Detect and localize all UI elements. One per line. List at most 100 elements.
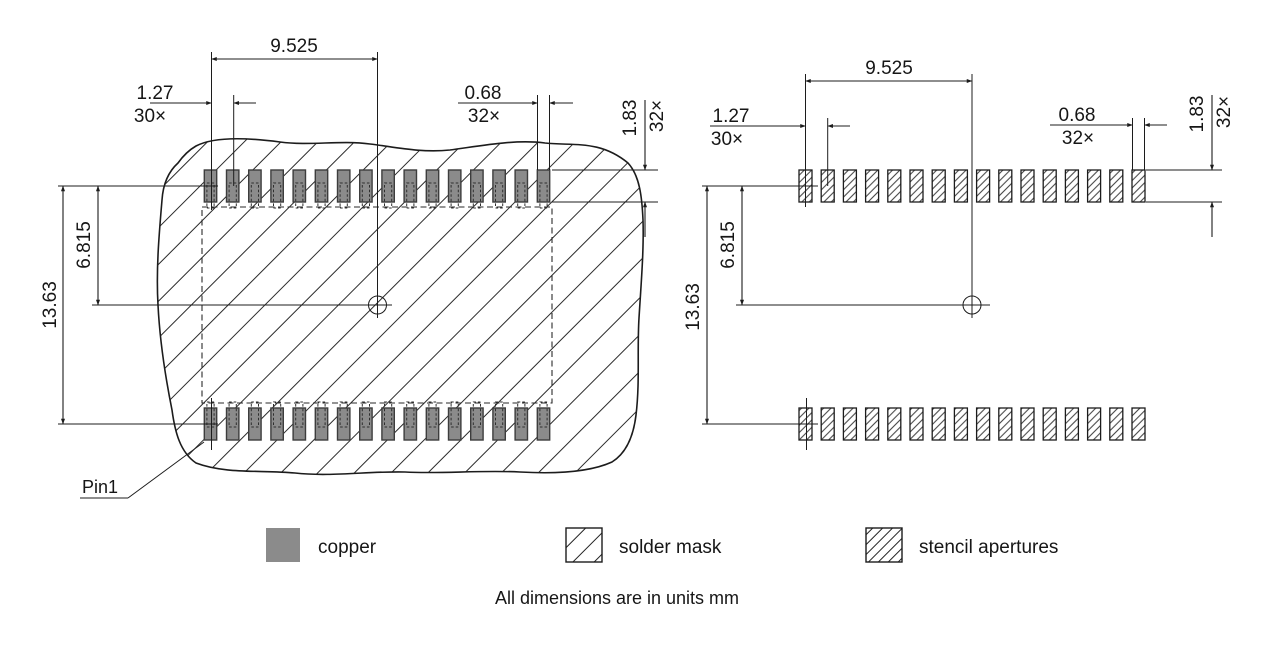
legend-solder-mask-swatch <box>565 527 603 563</box>
dim-pad-width-label: 0.68 <box>465 83 502 104</box>
stencil-aperture <box>975 407 991 441</box>
dim-aperture-width-label: 0.68 <box>1059 105 1096 126</box>
copper-pad <box>225 407 240 441</box>
copper-pad <box>359 169 373 203</box>
lead-outline <box>406 182 415 209</box>
stencil-aperture <box>1020 169 1035 203</box>
stencil-aperture <box>1042 169 1057 203</box>
dim-pitch-left: 1.27 30× <box>134 83 256 127</box>
stencil-aperture <box>931 407 946 441</box>
lead-outline <box>361 182 370 209</box>
lead-outline <box>406 401 415 428</box>
stencil-apertures-bottom-row <box>798 407 1146 441</box>
dim-aperture-width-right: 0.68 32× <box>1050 105 1167 149</box>
stencil-aperture <box>864 169 880 203</box>
copper-pad <box>492 407 506 441</box>
dim-pitch-label-right: 1.27 <box>713 106 750 127</box>
copper-pad <box>336 169 351 203</box>
stencil-aperture <box>887 407 902 441</box>
dim-aperture-length-count-label: 32× <box>1214 96 1235 128</box>
stencil-view: 9.525 1.27 30× 0.68 32× 1.83 32× 6.815 <box>683 58 1235 450</box>
copper-pad <box>270 169 284 203</box>
lead-outline <box>339 401 348 428</box>
lead-outline <box>495 182 504 209</box>
dim-pad-width-count-label: 32× <box>468 106 500 127</box>
stencil-aperture <box>1086 169 1102 203</box>
copper-pad <box>247 169 262 203</box>
dim-pitch-count-label-right: 30× <box>711 129 743 150</box>
copper-pad <box>336 407 351 441</box>
copper-pad <box>470 407 484 441</box>
lead-outline <box>317 182 326 209</box>
lead-outline <box>228 401 237 428</box>
copper-pad <box>225 169 240 203</box>
dim-row-to-row-label: 13.63 <box>40 281 61 329</box>
copper-pads-top-row <box>203 169 551 203</box>
lead-outline <box>539 182 548 209</box>
legend-copper-swatch <box>266 528 300 562</box>
legend: copper solder mask stencil apertures <box>266 527 1058 563</box>
component-leads-top-row <box>206 182 548 209</box>
copper-pad <box>470 169 484 203</box>
lead-outline <box>450 182 459 209</box>
dim-pad-length-left: 1.83 32× <box>620 100 668 237</box>
stencil-aperture <box>1064 169 1080 203</box>
stencil-aperture <box>909 407 924 441</box>
dim-center-to-row-label-right: 6.815 <box>718 221 739 269</box>
dim-pitch-count-label: 30× <box>134 106 166 127</box>
dim-row-to-row-label-right: 13.63 <box>683 283 704 331</box>
lead-outline <box>539 401 548 428</box>
stencil-aperture <box>998 407 1013 441</box>
lead-outline <box>295 401 304 428</box>
copper-pad <box>447 407 462 441</box>
lead-outline <box>384 401 393 428</box>
copper-pad <box>247 407 262 441</box>
dim-pad-length-count-label: 32× <box>647 100 668 132</box>
dim-aperture-length-right: 1.83 32× <box>1187 95 1235 237</box>
dim-center-to-pin1-right: 9.525 <box>805 58 973 84</box>
lead-outline <box>517 401 526 428</box>
origin-crosshair <box>92 52 392 318</box>
stencil-aperture <box>1131 169 1146 203</box>
stencil-aperture <box>1109 169 1124 203</box>
copper-pad <box>403 169 418 203</box>
lead-outline <box>206 182 215 209</box>
legend-solder-mask-label: solder mask <box>619 537 722 558</box>
copper-pads-bottom-row <box>203 407 551 441</box>
lead-outline <box>273 401 282 428</box>
stencil-aperture <box>975 169 991 203</box>
dim-center-to-row-label: 6.815 <box>74 221 95 269</box>
stencil-aperture <box>820 407 835 441</box>
legend-copper-label: copper <box>318 537 377 558</box>
units-note: All dimensions are in units mm <box>495 588 739 608</box>
dim-row-to-row-right: 13.63 <box>683 185 710 425</box>
copper-pad <box>492 169 506 203</box>
stencil-aperture <box>1086 407 1102 441</box>
copper-pad <box>403 407 418 441</box>
lead-outline <box>428 401 437 428</box>
dim-pitch-right: 1.27 30× <box>710 106 850 150</box>
lead-outline <box>339 182 348 209</box>
stencil-apertures-top-row <box>798 169 1146 203</box>
copper-pad <box>292 169 307 203</box>
copper-pad <box>314 169 329 203</box>
legend-stencil-label: stencil apertures <box>919 537 1058 558</box>
stencil-aperture <box>953 407 969 441</box>
copper-pad <box>314 407 329 441</box>
lead-outline <box>384 182 393 209</box>
lead-outline <box>428 182 437 209</box>
stencil-aperture <box>953 169 969 203</box>
dim-pitch-label: 1.27 <box>137 83 174 104</box>
component-leads-bottom-row <box>206 401 548 428</box>
lead-outline <box>273 182 282 209</box>
stencil-aperture <box>1109 407 1124 441</box>
copper-pad <box>425 169 440 203</box>
lead-outline <box>495 401 504 428</box>
dim-center-to-pin1-label: 9.525 <box>270 36 318 57</box>
lead-outline <box>472 401 481 428</box>
lead-outline <box>250 401 260 428</box>
pin1-callout: Pin1 <box>80 441 205 499</box>
copper-pad <box>536 169 551 203</box>
dim-aperture-width-count-label: 32× <box>1062 128 1094 149</box>
